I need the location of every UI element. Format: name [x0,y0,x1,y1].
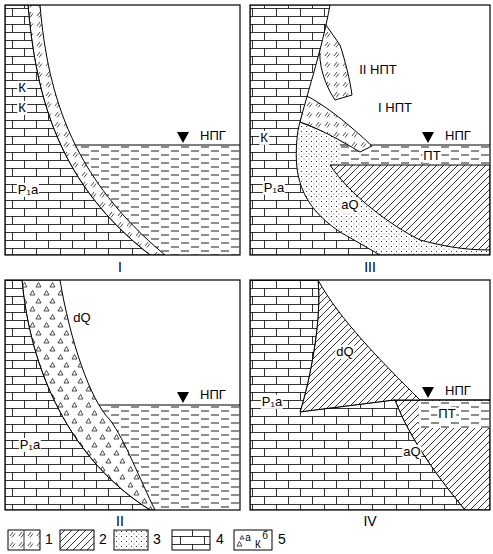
water-level: НПГ [199,388,227,402]
water-level-mark [422,387,434,398]
rock-index: К [259,131,269,145]
terrace-label: I НПТ [377,101,413,115]
panel-one [5,5,240,255]
deposit-index: aQ [340,198,359,212]
panel-number: IV [362,514,377,529]
deposit-index: dQ [335,345,354,359]
legend-symbol: а [245,532,251,543]
water-level: НПГ [444,384,472,398]
rock-age: P₁a [261,395,283,409]
legend-number: 2 [98,532,108,547]
legend-symbol: б [262,530,268,541]
water-level-mark [422,132,434,143]
rock-age: P₁a [19,438,41,452]
legend-number: 4 [215,532,225,547]
deposit-index: dQ [72,311,91,325]
panel-two [5,280,240,510]
rock-index: К [17,81,27,95]
rock-age: P₁a [17,183,39,197]
water-level-mark [177,392,189,403]
legend-symbol: К [255,539,261,550]
water-level: НПГ [199,129,227,143]
legend-number: 1 [44,532,54,547]
water-level: НПГ [444,129,472,143]
panel-number: III [363,260,377,275]
legend-number: 5 [277,532,287,547]
deposit-index: aQ [402,445,421,459]
water-level-mark [177,132,189,143]
terrace-label: II НПТ [358,63,398,77]
panel-three [250,5,490,255]
legend-swatches [8,530,272,550]
floodplain-label: ПТ [437,407,456,421]
rock-age: P₁a [263,181,285,195]
panel-number: I [117,260,123,275]
floodplain-label: ПТ [422,149,441,163]
legend-number: 3 [152,532,162,547]
panel-number: II [115,514,125,529]
rock-index: К [17,101,27,115]
panel-four [250,280,490,510]
